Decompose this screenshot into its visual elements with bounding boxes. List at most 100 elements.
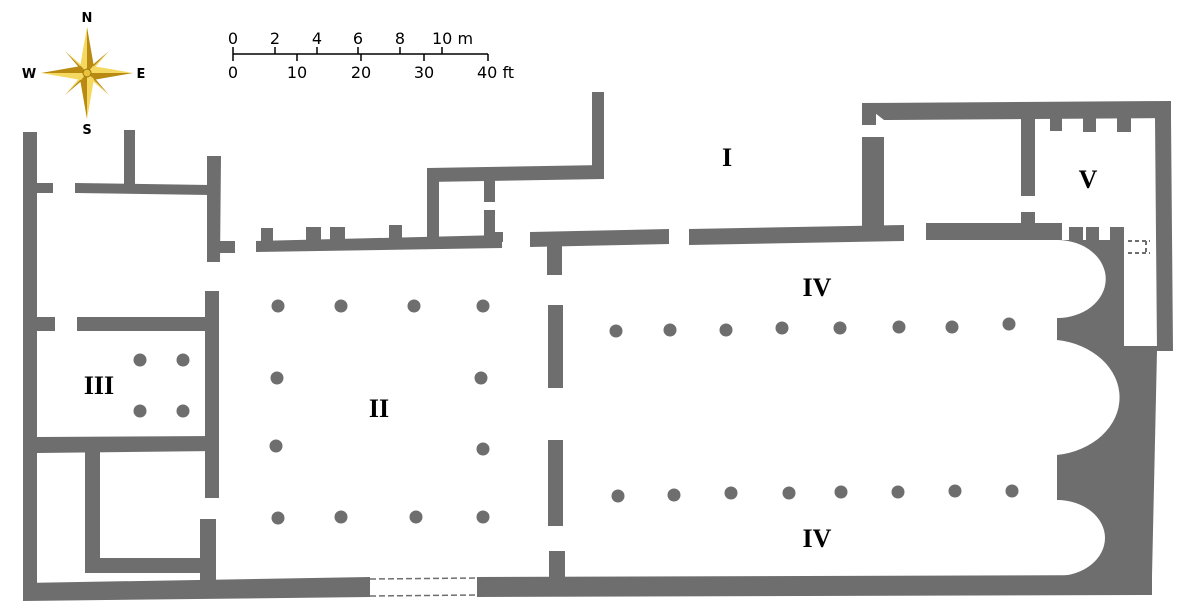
- wall-gap-dashed: [369, 594, 478, 597]
- wall: [1069, 227, 1083, 240]
- compass-point-west: [41, 66, 87, 73]
- wall: [256, 235, 502, 252]
- column-icon: [176, 353, 190, 367]
- column-icon: [270, 371, 284, 385]
- column-icon: [719, 323, 733, 337]
- room-label-i: I: [722, 143, 732, 172]
- column-icon: [833, 321, 847, 335]
- wall: [477, 575, 1152, 597]
- column-icon: [334, 299, 348, 313]
- apse-wall: [1057, 240, 1157, 576]
- compass-point-south: [87, 73, 94, 119]
- column-icon: [269, 439, 283, 453]
- wall: [261, 228, 273, 242]
- column-icon: [945, 320, 959, 334]
- column-icon: [133, 353, 147, 367]
- wall: [330, 227, 345, 240]
- wall: [1021, 212, 1035, 226]
- wall: [1117, 118, 1131, 132]
- wall: [205, 291, 219, 498]
- wall: [389, 225, 402, 239]
- compass-center: [82, 68, 92, 78]
- column-icon: [609, 324, 623, 338]
- wall: [689, 225, 904, 245]
- column-icon: [667, 488, 681, 502]
- room-label-ii: II: [369, 394, 389, 423]
- scale-label-feet: 0: [228, 63, 238, 82]
- wall: [427, 168, 439, 240]
- compass-label-east: E: [137, 67, 146, 82]
- wall: [1083, 118, 1096, 132]
- wall: [200, 519, 216, 581]
- wall: [926, 223, 1062, 240]
- wall: [23, 132, 37, 600]
- wall: [549, 551, 565, 579]
- scale-label-meter: 8: [395, 29, 405, 48]
- room-label-iv-south: IV: [803, 524, 832, 553]
- compass-point-south: [80, 73, 87, 119]
- column-icon: [476, 510, 490, 524]
- compass-point-north: [87, 27, 94, 73]
- column-icon: [407, 299, 421, 313]
- wall: [427, 165, 604, 182]
- wall: [548, 440, 563, 526]
- scale-label-feet: 40 ft: [477, 63, 514, 82]
- wall: [85, 451, 100, 572]
- wall: [23, 577, 370, 601]
- columns: [133, 299, 1019, 525]
- wall: [37, 183, 53, 193]
- wall: [495, 232, 503, 242]
- wall: [124, 130, 135, 185]
- scale-label-meter: 6: [353, 29, 363, 48]
- column-icon: [474, 371, 488, 385]
- room-label-iii: III: [84, 371, 114, 400]
- wall: [1050, 118, 1062, 131]
- column-icon: [611, 489, 625, 503]
- column-icon: [133, 404, 147, 418]
- wall: [207, 156, 221, 262]
- compass-point-north: [80, 27, 87, 73]
- scale-label-meter: 4: [312, 29, 322, 48]
- wall-gap-dashed: [369, 577, 478, 580]
- wall: [548, 305, 563, 388]
- wall: [862, 137, 884, 229]
- wall: [207, 241, 235, 253]
- compass-point-east: [87, 73, 133, 80]
- column-icon: [1002, 317, 1016, 331]
- column-icon: [892, 320, 906, 334]
- walls: [23, 92, 1173, 601]
- compass-point-west: [41, 73, 87, 80]
- wall: [530, 229, 669, 247]
- wall: [1110, 227, 1124, 240]
- column-icon: [891, 485, 905, 499]
- column-icon: [334, 510, 348, 524]
- column-icon: [948, 484, 962, 498]
- scale-label-feet: 20: [351, 63, 371, 82]
- room-label-v: V: [1079, 165, 1098, 194]
- compass-label-north: N: [82, 11, 93, 26]
- room-label-iv-north: IV: [803, 273, 832, 302]
- scale-label-meter: 2: [270, 29, 280, 48]
- wall: [484, 210, 495, 238]
- wall: [77, 317, 219, 331]
- wall: [484, 180, 495, 202]
- column-icon: [271, 299, 285, 313]
- wall: [85, 558, 202, 573]
- wall: [1021, 118, 1035, 196]
- wall: [547, 241, 562, 275]
- compass-rose-icon: [41, 27, 133, 119]
- column-icon: [409, 510, 423, 524]
- column-icon: [663, 323, 677, 337]
- wall: [862, 101, 1171, 120]
- column-icon: [271, 511, 285, 525]
- scale-label-feet: 30: [414, 63, 434, 82]
- column-icon: [724, 486, 738, 500]
- column-icon: [176, 404, 190, 418]
- column-icon: [476, 299, 490, 313]
- column-icon: [1005, 484, 1019, 498]
- column-icon: [775, 321, 789, 335]
- scale-label-meter: 0: [228, 29, 238, 48]
- scale-label-meter: 10 m: [432, 29, 473, 48]
- column-icon: [834, 485, 848, 499]
